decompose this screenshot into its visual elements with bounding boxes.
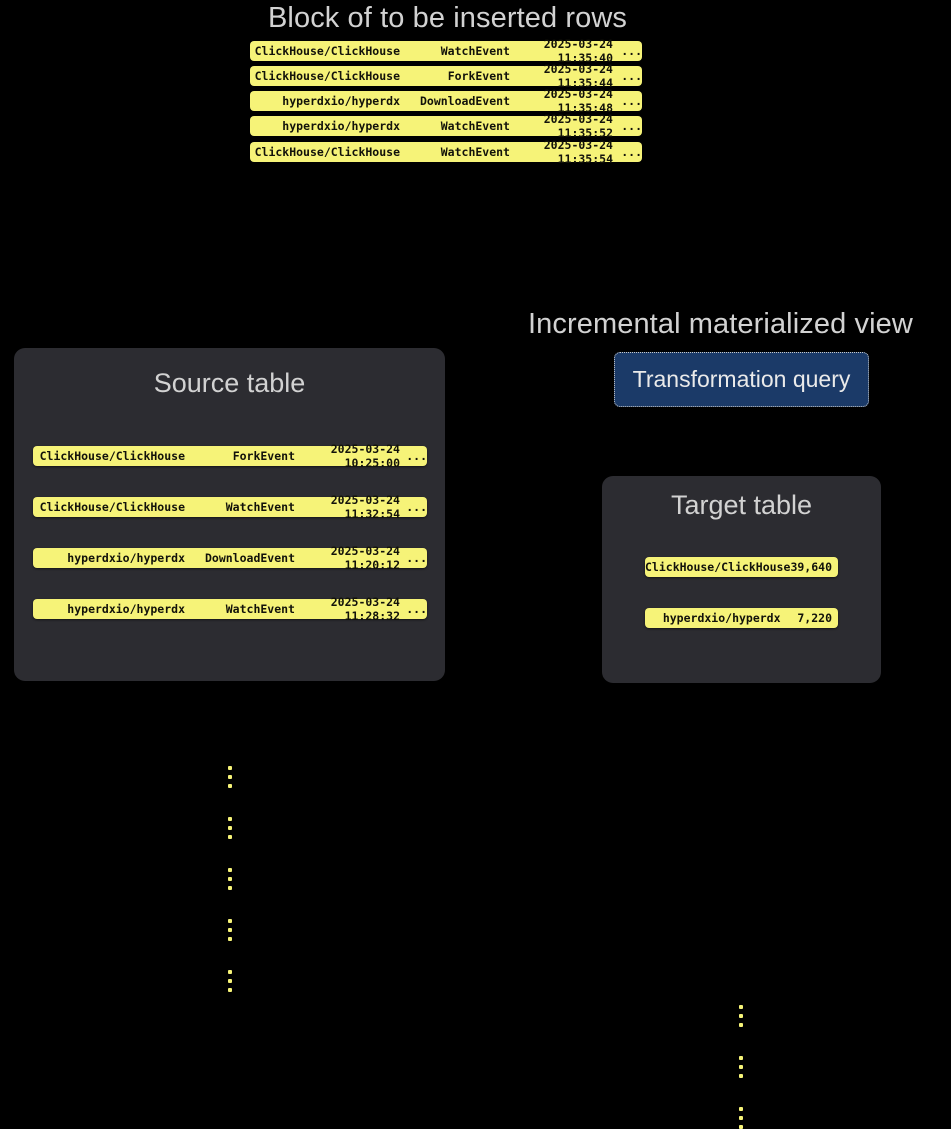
source-table-row: ClickHouse/ClickHouse ForkEvent 2025-03-… (33, 442, 427, 470)
block-row: hyperdxio/hyperdx DownloadEvent 2025-03-… (250, 87, 642, 115)
vertical-ellipsis-icon (227, 817, 233, 839)
row-repo: ClickHouse/ClickHouse (254, 145, 400, 159)
row-ellipsis: ... (621, 69, 642, 83)
vertical-ellipsis-icon (227, 766, 233, 788)
row-timestamp: 2025-03-24 11:32:54 (330, 493, 400, 521)
row-timestamp: 2025-03-24 11:35:44 (543, 62, 613, 90)
block-row: hyperdxio/hyperdx WatchEvent 2025-03-24 … (250, 112, 642, 140)
row-repo: hyperdxio/hyperdx (67, 602, 185, 616)
row-ellipsis: ... (406, 602, 427, 616)
row-ellipsis: ... (621, 94, 642, 108)
row-ellipsis: ... (621, 44, 642, 58)
row-event: WatchEvent (440, 44, 510, 58)
vertical-ellipsis-icon (738, 1056, 744, 1078)
row-event: DownloadEvent (419, 94, 510, 108)
row-timestamp: 2025-03-24 11:20:12 (330, 544, 400, 572)
vertical-ellipsis-icon (227, 970, 233, 992)
row-repo: ClickHouse/ClickHouse (39, 500, 185, 514)
row-timestamp: 2025-03-24 11:35:40 (543, 37, 613, 65)
source-table-row: hyperdxio/hyperdx DownloadEvent 2025-03-… (33, 544, 427, 572)
row-repo: ClickHouse/ClickHouse (254, 69, 400, 83)
vertical-ellipsis-icon (227, 919, 233, 941)
transformation-query-label: Transformation query (632, 366, 851, 392)
row-ellipsis: ... (406, 449, 427, 463)
row-timestamp: 2025-03-24 10:25:00 (330, 442, 400, 470)
target-table-title: Target table (670, 490, 813, 520)
row-repo: hyperdxio/hyperdx (282, 94, 400, 108)
target-table-row: ClickHouse/ClickHouse 39,640 (645, 557, 838, 577)
row-event: DownloadEvent (204, 551, 295, 565)
row-event: ForkEvent (232, 449, 295, 463)
row-event: ForkEvent (447, 69, 510, 83)
block-of-rows-title: Block of to be inserted rows (267, 2, 628, 34)
row-event: WatchEvent (225, 500, 295, 514)
row-ellipsis: ... (621, 119, 642, 133)
target-table-row: hyperdxio/hyperdx 7,220 (645, 608, 838, 628)
row-repo: hyperdxio/hyperdx (282, 119, 400, 133)
row-timestamp: 2025-03-24 11:35:54 (543, 138, 613, 166)
source-table-row: ClickHouse/ClickHouse WatchEvent 2025-03… (33, 493, 427, 521)
row-ellipsis: ... (406, 551, 427, 565)
block-row: ClickHouse/ClickHouse WatchEvent 2025-03… (250, 138, 642, 166)
source-table-title: Source table (153, 368, 306, 398)
row-repo: hyperdxio/hyperdx (662, 611, 781, 625)
vertical-ellipsis-icon (738, 1107, 744, 1129)
block-row: ClickHouse/ClickHouse ForkEvent 2025-03-… (250, 62, 642, 90)
row-repo: ClickHouse/ClickHouse (39, 449, 185, 463)
row-event: WatchEvent (225, 602, 295, 616)
row-repo: hyperdxio/hyperdx (67, 551, 185, 565)
row-ellipsis: ... (621, 145, 642, 159)
source-table-row: hyperdxio/hyperdx WatchEvent 2025-03-24 … (33, 595, 427, 623)
row-ellipsis: ... (406, 500, 427, 514)
vertical-ellipsis-icon (738, 1005, 744, 1027)
row-timestamp: 2025-03-24 11:35:52 (543, 112, 613, 140)
transformation-query-box[interactable]: Transformation query (614, 352, 869, 407)
row-timestamp: 2025-03-24 11:35:48 (543, 87, 613, 115)
row-event: WatchEvent (440, 119, 510, 133)
row-repo: ClickHouse/ClickHouse (254, 44, 400, 58)
block-row: ClickHouse/ClickHouse WatchEvent 2025-03… (250, 37, 642, 65)
incremental-materialized-view-title: Incremental materialized view (528, 308, 913, 340)
row-timestamp: 2025-03-24 11:28:32 (330, 595, 400, 623)
row-count: 39,640 (790, 560, 832, 574)
row-repo: ClickHouse/ClickHouse (645, 560, 791, 574)
target-table-panel: Target table (602, 476, 881, 1129)
row-event: WatchEvent (440, 145, 510, 159)
row-count: 7,220 (797, 611, 832, 625)
vertical-ellipsis-icon (227, 868, 233, 890)
